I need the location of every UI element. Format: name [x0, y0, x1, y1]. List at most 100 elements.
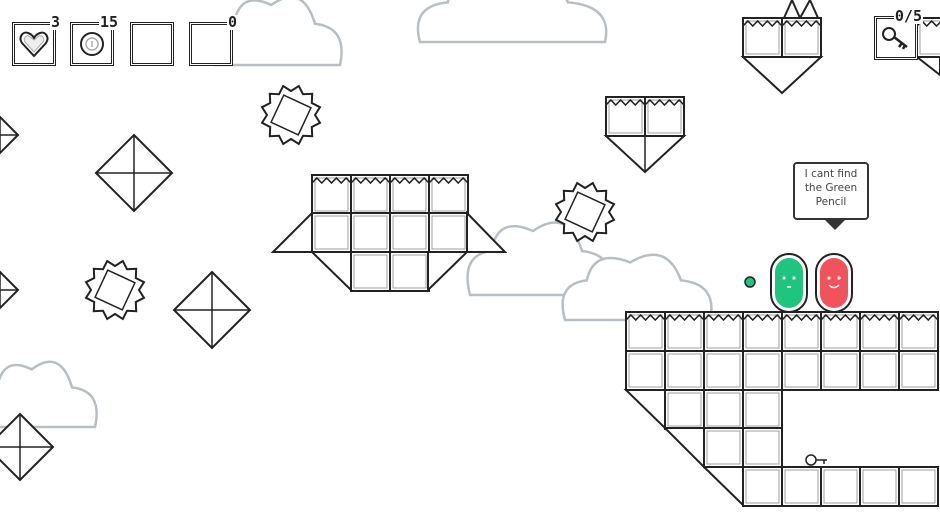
tile-inner: [823, 353, 858, 388]
tile-inner: [784, 353, 819, 388]
tile-outline: [625, 311, 666, 352]
tile-outline: [742, 466, 783, 507]
tile-inner: [862, 314, 897, 349]
tile-inner: [706, 430, 741, 465]
diamond-spike: [0, 115, 20, 155]
grass-tile: [644, 96, 685, 137]
lives-count: 3: [49, 13, 61, 31]
tile-inner: [919, 20, 940, 55]
tile-outline: [781, 350, 822, 391]
tile-outline: [742, 17, 783, 58]
block-tile: [820, 466, 861, 507]
tile-inner: [901, 469, 936, 504]
red-blob: [815, 253, 853, 313]
tile-outline: [389, 212, 430, 253]
grass-zigzag: [350, 176, 391, 185]
tile-inner: [628, 353, 663, 388]
tile-outline: [664, 311, 705, 352]
cloud: [561, 253, 713, 322]
tile-inner: [314, 177, 349, 212]
slope-tile: [466, 210, 508, 253]
tile-outline: [898, 466, 939, 507]
tile-inner: [706, 392, 741, 427]
tile-inner: [392, 254, 427, 289]
block-tile: [703, 389, 744, 430]
grass-zigzag: [605, 98, 646, 107]
key-bow: [805, 454, 817, 466]
grass-tile: [781, 311, 822, 352]
grass-zigzag: [389, 176, 430, 185]
tile-inner: [784, 314, 819, 349]
grass-tile: [389, 174, 430, 215]
grass-zigzag: [781, 313, 822, 322]
slope-tile: [914, 56, 940, 77]
grass-zigzag: [644, 98, 685, 107]
tile-inner: [823, 314, 858, 349]
tile-inner: [314, 215, 349, 250]
block-tile: [703, 350, 744, 391]
green-blob: [770, 253, 808, 313]
tile-inner: [901, 353, 936, 388]
tile-inner: [353, 215, 388, 250]
block-tile: [389, 251, 430, 292]
tile-outline: [350, 174, 391, 215]
tile-outline: [781, 311, 822, 352]
eye: [792, 276, 796, 280]
grass-tile: [703, 311, 744, 352]
grass-tile: [428, 174, 469, 215]
speech-text: I cant find the Green Pencil: [804, 168, 858, 208]
tile-inner: [745, 392, 780, 427]
spiky-saw-enemy: [260, 84, 322, 146]
grass-tile: [311, 174, 352, 215]
eye: [827, 276, 831, 280]
block-tile: [625, 350, 666, 391]
tile-outline: [742, 389, 783, 430]
blob-body: [775, 258, 803, 308]
grass-tile: [625, 311, 666, 352]
tile-outline: [311, 174, 352, 215]
pencils-slot: 0: [189, 15, 238, 66]
tile-inner: [784, 20, 819, 55]
slope-tile: [662, 427, 705, 470]
background-clouds: [0, 0, 713, 429]
grass-zigzag: [703, 313, 744, 322]
grass-zigzag: [820, 313, 861, 322]
grass-tile: [605, 96, 646, 137]
key-icon: [882, 27, 908, 50]
coin-icon: [80, 32, 104, 56]
grass-tile: [781, 17, 822, 58]
tile-inner: [667, 314, 702, 349]
tile-outline: [859, 350, 900, 391]
tile-inner: [628, 314, 663, 349]
tile-outline: [742, 311, 783, 352]
key-pickup: [805, 454, 827, 466]
tile-inner: [667, 353, 702, 388]
tile-inner: [431, 215, 466, 250]
grass-zigzag: [742, 313, 783, 322]
block-tile: [350, 251, 391, 292]
block-tile: [428, 212, 469, 253]
slope-tile: [427, 251, 470, 293]
diamond-cross: [0, 272, 18, 308]
slope-tile: [270, 210, 313, 253]
block-tile: [742, 427, 783, 468]
grass-tile: [742, 17, 783, 58]
block-tile: [311, 212, 352, 253]
mouth: [828, 284, 840, 289]
tile-outline: [350, 212, 391, 253]
tile-inner: [667, 392, 702, 427]
tile-outline: [781, 466, 822, 507]
tile-outline: [820, 350, 861, 391]
blob-body: [820, 258, 848, 308]
slope-tile: [309, 251, 352, 293]
block-tile: [859, 350, 900, 391]
grass-zigzag: [625, 313, 666, 322]
tile-outline: [820, 311, 861, 352]
block-tile: [742, 350, 783, 391]
tile-outline: [898, 350, 939, 391]
tile-outline: [742, 350, 783, 391]
diamond-cross: [96, 135, 172, 211]
block-tile: [703, 427, 744, 468]
block-tile: [664, 389, 705, 430]
